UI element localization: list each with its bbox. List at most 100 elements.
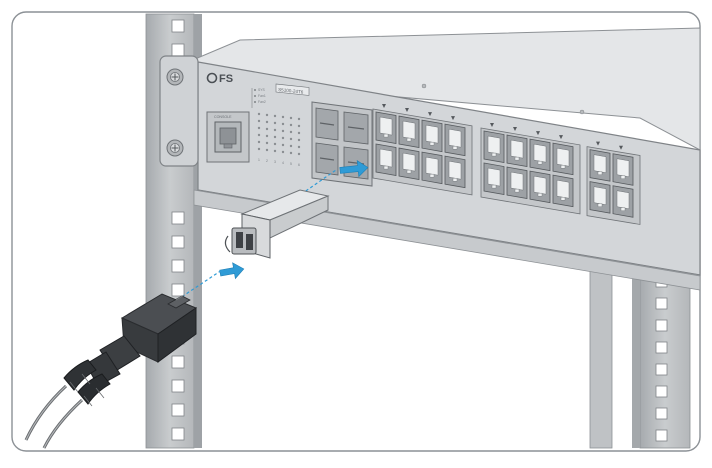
led-number: 1 — [258, 158, 260, 162]
rack-rail-lower — [589, 254, 613, 449]
rack-hole — [171, 403, 185, 417]
rj45-latch-notch — [491, 184, 497, 189]
console-port: CONSOLE — [206, 111, 250, 163]
led-dot — [297, 138, 301, 142]
rj45-latch-notch — [383, 133, 389, 138]
sfp-cage-icon — [315, 107, 339, 176]
top-screw-icon — [579, 109, 585, 115]
port-led-indicator — [559, 135, 563, 140]
led-dot — [273, 149, 277, 153]
led-dot — [281, 129, 285, 133]
rack-ear-screw-icon — [166, 68, 184, 86]
rj45-latch-notch — [597, 171, 603, 175]
led-dot — [289, 137, 293, 141]
rj45-latch-notch — [452, 145, 458, 150]
led-dot — [257, 133, 261, 137]
rack-hole — [655, 341, 668, 354]
lc-fiber-connector — [63, 293, 198, 407]
sfp-transceiver-module — [224, 189, 330, 259]
rack-hole — [171, 259, 185, 273]
rack-shelf — [193, 189, 701, 291]
rj45-latch-notch — [452, 177, 458, 182]
port-led-indicator — [490, 123, 494, 128]
led-dot — [289, 130, 293, 134]
led-legend-fan1: Fan1 — [258, 94, 266, 98]
led-dot — [257, 126, 261, 130]
led-number: 4 — [282, 161, 284, 165]
console-label: CONSOLE — [214, 115, 232, 119]
rj45-latch-notch — [560, 165, 566, 169]
rack-hole — [171, 19, 185, 33]
rj45-port-opening — [425, 156, 439, 176]
port-led-indicator — [536, 131, 540, 136]
rj45-port-opening — [533, 175, 547, 195]
led-dot — [281, 150, 285, 154]
rack-hole — [171, 427, 185, 441]
led-legend-fan2: Fan2 — [258, 100, 266, 104]
led-number: 2 — [266, 159, 268, 163]
model-text: S5100-24T6 — [278, 87, 304, 95]
top-screw-icon — [421, 83, 427, 89]
port-led-indicator — [405, 108, 409, 113]
rack-hole — [171, 283, 185, 297]
port-led-indicator — [451, 116, 455, 121]
rj45-port-opening — [616, 190, 630, 210]
rack-hole — [171, 379, 185, 393]
rj45-port-opening — [379, 116, 393, 136]
led-dot — [273, 135, 277, 139]
led-dot — [281, 115, 285, 119]
led-dot — [297, 145, 301, 149]
led-dot — [297, 117, 301, 121]
rj45-port-grid — [372, 104, 641, 225]
rj45-port-opening — [533, 143, 547, 163]
rj45-latch-notch — [429, 173, 435, 178]
rack-post-right — [632, 269, 691, 449]
port-led-indicator — [513, 127, 517, 132]
rj45-port-opening — [448, 160, 462, 180]
led-number: 3 — [274, 160, 276, 164]
rack-hole — [171, 235, 185, 249]
led-dot — [257, 119, 261, 123]
rj45-port-opening — [593, 154, 607, 174]
led-dot — [265, 134, 269, 138]
led-dot — [273, 142, 277, 146]
rack-hole — [655, 363, 668, 376]
led-dot — [273, 114, 277, 118]
insert-arrow-icon — [219, 262, 245, 280]
led-dot — [257, 112, 261, 116]
port-led-indicator — [382, 104, 386, 108]
led-dot — [297, 152, 301, 156]
led-dot — [289, 144, 293, 148]
rj45-port-opening — [425, 124, 439, 144]
rj45-latch-notch — [429, 141, 435, 146]
led-dot — [297, 124, 301, 128]
rj45-latch-notch — [597, 203, 603, 207]
led-legend-sys: SYS — [258, 88, 266, 92]
rack-mount-ear — [159, 55, 199, 167]
rj45-port-opening — [556, 147, 570, 167]
rj45-latch-notch — [514, 156, 520, 161]
led-dot — [281, 143, 285, 147]
rj45-port-opening — [616, 158, 630, 178]
rack-hole — [655, 407, 668, 420]
led-number: 6 — [298, 163, 300, 167]
rack-hole — [655, 297, 668, 310]
rj45-port-opening — [510, 171, 524, 191]
rj45-latch-notch — [383, 165, 389, 170]
led-dot — [265, 120, 269, 124]
led-dot — [273, 128, 277, 132]
led-dot — [281, 122, 285, 126]
rj45-port-opening — [593, 186, 607, 206]
rj45-port-opening — [402, 152, 416, 172]
port-led-indicator — [596, 141, 600, 146]
led-dot — [265, 141, 269, 145]
rj45-port-opening — [510, 139, 524, 159]
rj45-latch-notch — [537, 192, 543, 197]
alignment-guide-line — [237, 169, 337, 239]
led-dot — [265, 127, 269, 131]
brand-text: FS — [219, 73, 233, 85]
port-led-indicator — [619, 145, 623, 150]
rack-hole — [171, 43, 185, 57]
led-dot — [281, 136, 285, 140]
